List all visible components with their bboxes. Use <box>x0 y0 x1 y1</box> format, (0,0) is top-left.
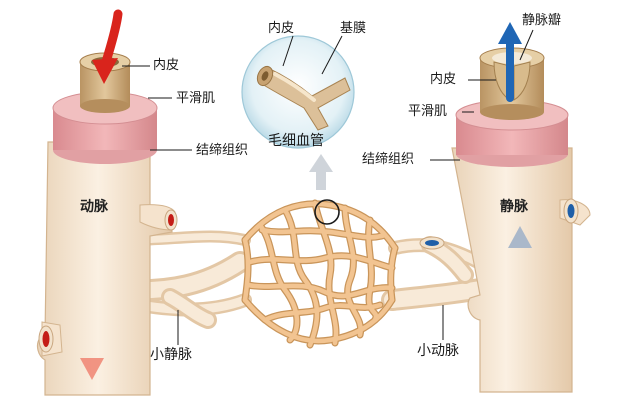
zoom-marker <box>314 199 340 225</box>
vein <box>419 22 591 393</box>
artery <box>36 9 178 396</box>
artery-connective-label: 结缔组织 <box>196 143 249 158</box>
venule-label: 小静脉 <box>150 347 192 363</box>
vein-connective-label: 结缔组织 <box>362 152 415 167</box>
grey-up-arrow-icon <box>309 154 333 190</box>
vein-label: 静脉 <box>500 199 528 215</box>
capillary-basement-label: 基膜 <box>340 21 367 36</box>
artery-smooth-muscle-label: 平滑肌 <box>176 91 216 106</box>
artery-label: 动脉 <box>80 199 108 215</box>
vein-intima-label: 内皮 <box>430 72 457 87</box>
arteriole-label: 小动脉 <box>417 343 459 359</box>
capillary-label: 毛细血管 <box>268 133 324 149</box>
red-down-arrow-icon <box>92 9 123 84</box>
capillary-mesh <box>241 199 399 349</box>
capillary-magnified <box>241 35 355 149</box>
vein-smooth-muscle-label: 平滑肌 <box>408 104 448 119</box>
capillary-intima-label: 内皮 <box>268 21 295 36</box>
artery-intima-label: 内皮 <box>153 58 180 73</box>
leader-lines <box>122 29 534 345</box>
vein-valve-label: 静脉瓣 <box>522 13 562 28</box>
blue-up-arrow-icon <box>498 22 522 102</box>
